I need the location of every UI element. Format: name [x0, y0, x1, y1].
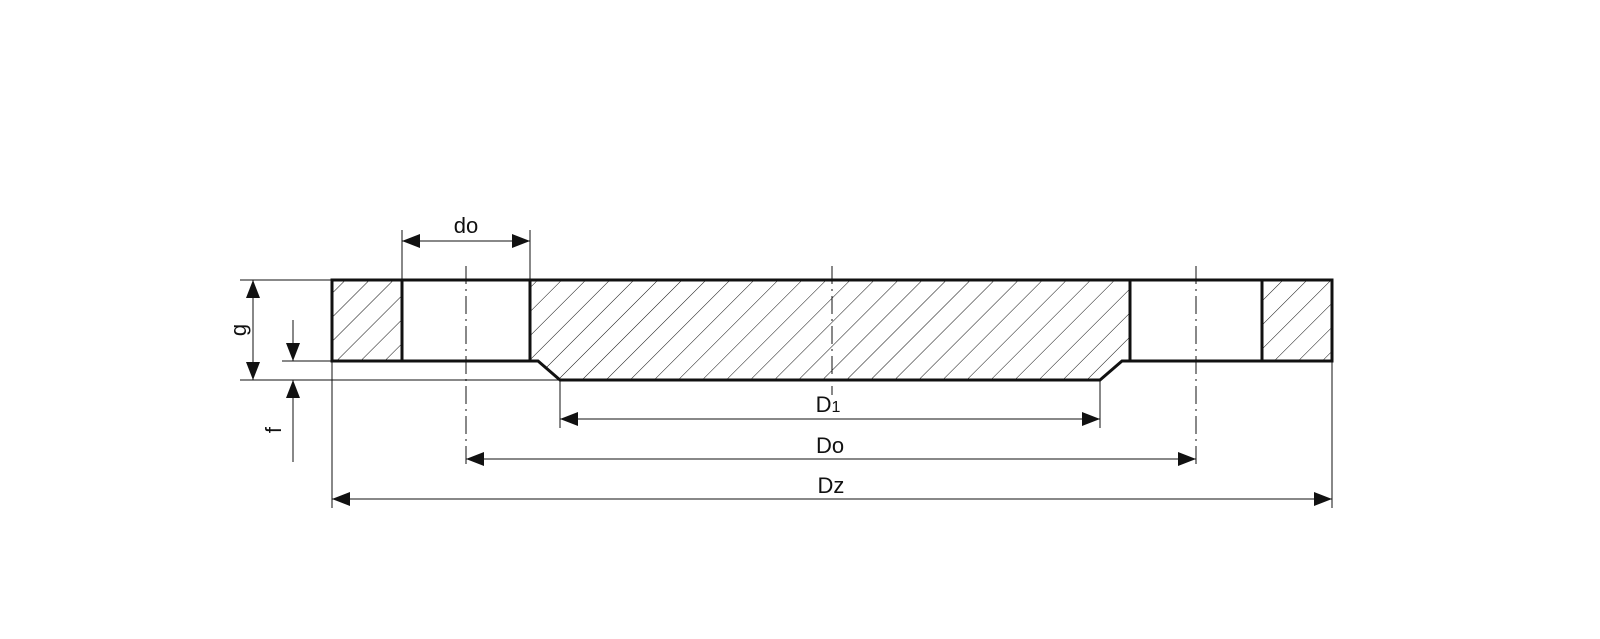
arrow-Do-right [1178, 452, 1196, 466]
arrow-Do-left [466, 452, 484, 466]
hatch-center-body [530, 280, 1130, 380]
dimension-Dz: Dz [332, 473, 1332, 506]
arrow-D1-left [560, 412, 578, 426]
dimension-do: do [402, 213, 530, 248]
dimension-g: g [226, 280, 260, 380]
arrow-Dz-right [1314, 492, 1332, 506]
dimension-Do: Do [466, 433, 1196, 466]
arrow-g-bottom [246, 362, 260, 380]
hatch-right-ring [1262, 280, 1332, 361]
label-g: g [226, 324, 251, 336]
arrow-do-left [402, 234, 420, 248]
dimension-f: f [261, 320, 300, 462]
label-Dz: Dz [818, 473, 845, 498]
arrow-f-bottom [286, 380, 300, 398]
flange-section [330, 278, 1334, 382]
flange-outline [330, 278, 1334, 382]
label-f: f [261, 426, 286, 433]
label-Do: Do [816, 433, 844, 458]
arrow-do-right [512, 234, 530, 248]
label-D1: D1 [816, 392, 841, 417]
center-lines [465, 266, 1197, 466]
arrow-Dz-left [332, 492, 350, 506]
arrow-D1-right [1082, 412, 1100, 426]
hatch-left-ring [332, 280, 402, 361]
dimension-D1: D1 [560, 392, 1100, 426]
label-do: do [454, 213, 478, 238]
arrow-f-top [286, 343, 300, 361]
arrow-g-top [246, 280, 260, 298]
